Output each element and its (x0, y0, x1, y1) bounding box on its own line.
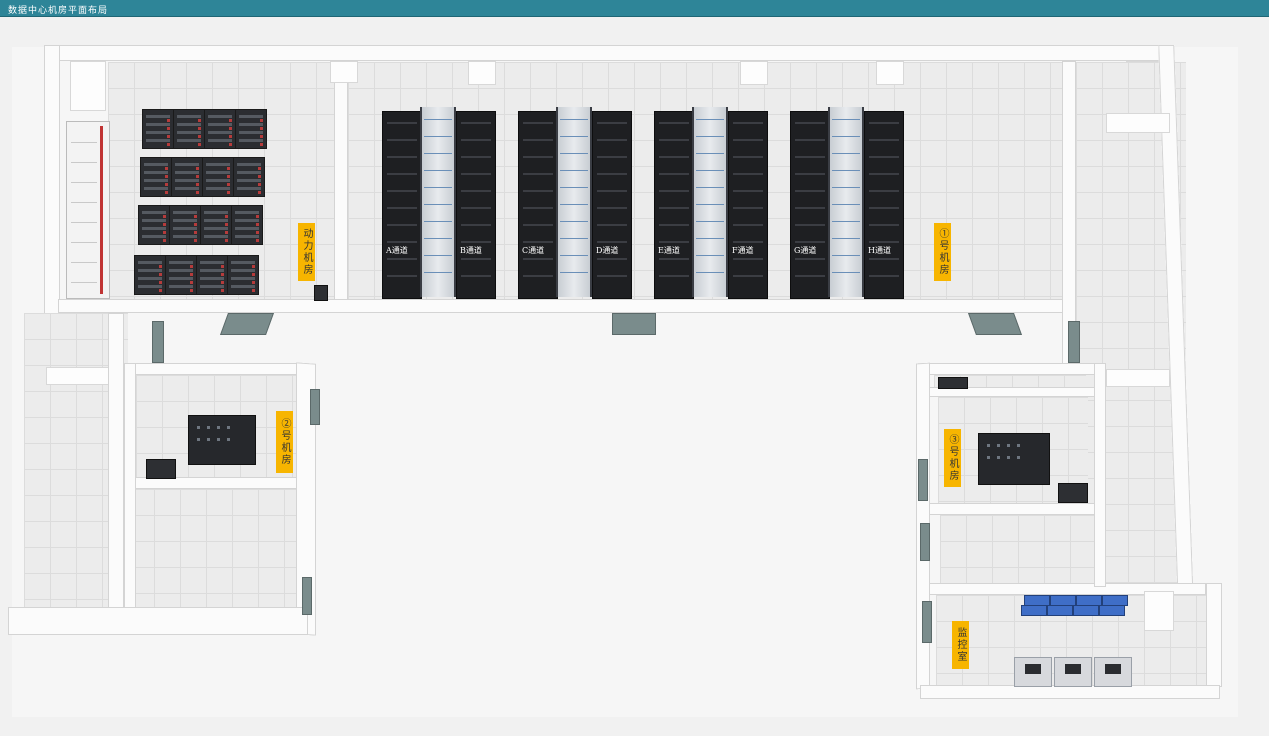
door-room1-center[interactable] (612, 313, 656, 335)
wall-left-bottom (8, 607, 308, 635)
door-right-corridor[interactable] (1068, 321, 1080, 363)
wall-monitor-right (1206, 583, 1222, 687)
left-corridor-floor (24, 313, 128, 607)
aisle-label: E通道 (658, 246, 680, 255)
wall-room3-anteroom (926, 387, 1100, 397)
wall-segment (46, 367, 110, 385)
battery-cabinet (138, 205, 170, 245)
wall-power-room1-divider (334, 61, 348, 301)
battery-cabinet (227, 255, 259, 295)
room1-label: ①号机房 (934, 223, 951, 281)
wall-main-bottom (58, 299, 1080, 313)
rack-row-right (864, 111, 904, 299)
cold-aisle-containment (420, 107, 456, 297)
aisle-label: B通道 (460, 246, 482, 255)
console-monitor (1025, 664, 1041, 674)
battery-cabinet (134, 255, 166, 295)
pillar (1144, 591, 1174, 631)
door-room2[interactable] (310, 389, 320, 425)
title-bar: 数据中心机房平面布局 (0, 0, 1269, 17)
wall-right-bldg-right (1094, 363, 1106, 587)
video-wall-screen (1099, 605, 1125, 616)
console-desk (1054, 657, 1092, 687)
left-lower-room-floor (128, 489, 298, 607)
door-room1-right[interactable] (967, 313, 1023, 335)
pillar (468, 61, 496, 85)
door-room3[interactable] (918, 459, 928, 501)
wall-room2-left (124, 363, 136, 613)
power-distribution-cabinet (66, 121, 110, 299)
pillar (70, 61, 106, 111)
room2-equipment (146, 459, 176, 479)
right-lower-room-floor (940, 515, 1100, 583)
battery-cabinet (165, 255, 197, 295)
battery-cabinet (142, 109, 174, 149)
room3-equipment (1058, 483, 1088, 503)
room3-anteroom-equipment (938, 377, 968, 389)
wall-room2-divider (124, 477, 304, 489)
power-room-label: 动力机房 (298, 223, 315, 281)
video-wall-screen (1021, 605, 1047, 616)
room3-server-unit (978, 433, 1050, 485)
rack-row-left (518, 111, 558, 299)
battery-cabinet (200, 205, 232, 245)
aisle-label: A通道 (386, 246, 408, 255)
rack-row-right (728, 111, 768, 299)
pillar (330, 61, 358, 83)
rack-row-right (592, 111, 632, 299)
pillar (740, 61, 768, 85)
wall-room2-top (124, 363, 304, 375)
door-power-room[interactable] (219, 313, 275, 335)
cold-aisle-containment (828, 107, 864, 297)
wall-right-bottom (920, 685, 1220, 699)
wall-segment (1106, 369, 1170, 387)
cold-aisle-containment (556, 107, 592, 297)
battery-cabinet (173, 109, 205, 149)
aisle-label: G通道 (794, 246, 817, 255)
console-monitor (1065, 664, 1081, 674)
room2-label: ②号机房 (276, 411, 293, 473)
room3-anteroom-floor (934, 375, 1086, 389)
room2-server-unit (188, 415, 256, 465)
battery-cabinet (196, 255, 228, 295)
console-desk (1094, 657, 1132, 687)
door-left-lower-room[interactable] (302, 577, 312, 615)
battery-cabinet (202, 157, 234, 197)
console-desk (1014, 657, 1052, 687)
console-monitor (1105, 664, 1121, 674)
door-left-corridor[interactable] (152, 321, 164, 363)
door-monitor-room[interactable] (922, 601, 932, 643)
aisle-label: H通道 (868, 246, 891, 255)
rack-row-left (382, 111, 422, 299)
wall-monitor-top (926, 583, 1206, 595)
aisle-label: D通道 (596, 246, 619, 255)
battery-cabinet (233, 157, 265, 197)
floor-plan-scene: 动力机房 A通道 B通道 C通道 D通道 E通道 F通道 G通道 H通道 ①号机房 ②号机房 (0, 17, 1269, 736)
cold-aisle-containment (692, 107, 728, 297)
pillar (876, 61, 904, 85)
power-room-equipment (314, 285, 328, 301)
page-title: 数据中心机房平面布局 (8, 6, 109, 16)
battery-cabinet (204, 109, 236, 149)
video-wall-screen (1073, 605, 1099, 616)
battery-cabinet (140, 157, 172, 197)
aisle-label: C通道 (522, 246, 545, 255)
battery-cabinet (169, 205, 201, 245)
rack-row-left (654, 111, 694, 299)
room3-label: ③号机房 (944, 429, 961, 487)
rack-row-left (790, 111, 830, 299)
battery-cabinet (171, 157, 203, 197)
wall-left-inner (108, 313, 124, 609)
battery-cabinet (231, 205, 263, 245)
wall-room3-bottom (926, 503, 1106, 515)
battery-cabinet (235, 109, 267, 149)
wall-top (58, 45, 1172, 61)
monitor-room-label: 监控室 (952, 621, 969, 669)
aisle-label: F通道 (732, 246, 754, 255)
wall-room3-top (926, 363, 1100, 375)
rack-row-right (456, 111, 496, 299)
wall-segment (1106, 113, 1170, 133)
door-right-lower-room[interactable] (920, 523, 930, 561)
video-wall-screen (1047, 605, 1073, 616)
